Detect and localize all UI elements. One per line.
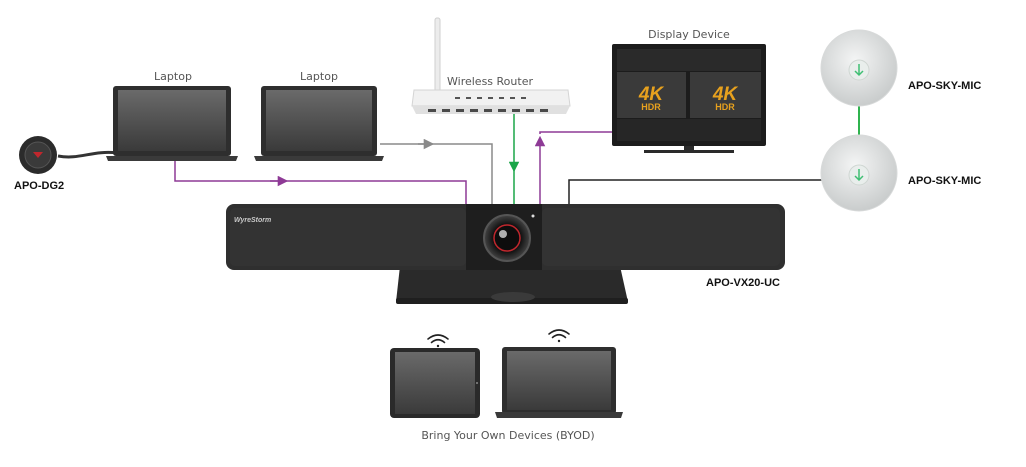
apo-sky-mic-bottom [820,134,898,212]
wifi-icon [427,334,449,348]
label-apo-sky-mic-bottom: APO-SKY-MIC [908,175,982,187]
screen-badge-4k-right: 4K [712,84,739,105]
apo-dg2-dongle [19,136,119,174]
router-leds [455,97,526,99]
label-wireless-router: Wireless Router [447,75,533,88]
laptop-right [254,86,384,161]
label-byod: Bring Your Own Devices (BYOD) [421,429,595,442]
hdmi-cable-display-branch [539,131,612,134]
label-display-device: Display Device [648,28,730,41]
apo-vx20-uc-soundbar: WyreStorm [226,204,785,304]
wireless-router [411,17,571,114]
wifi-icon [548,329,570,343]
laptop-left [106,86,238,161]
hdmi-cable-laptop-to-soundbar [174,160,467,204]
byod-tablet [390,348,480,418]
apo-sky-mic-top [820,29,898,107]
dongle-button-icon [33,152,43,158]
label-apo-vx20-uc: APO-VX20-UC [706,277,780,289]
byod-laptop [495,347,623,418]
label-laptop-right: Laptop [300,70,338,83]
soundbar-brand-logo: WyreStorm [234,217,271,224]
label-laptop-left: Laptop [154,70,192,83]
screen-badge-hdr-left: HDR [641,102,661,112]
screen-badge-hdr-right: HDR [715,102,735,112]
label-apo-dg2: APO-DG2 [14,180,65,192]
screen-badge-4k-left: 4K [638,84,665,105]
mic-cable-to-soundbar [568,179,824,204]
usb-cable-laptop-to-soundbar [380,143,493,204]
display-device: 4K HDR 4K HDR [612,44,766,153]
router-ports [428,109,548,112]
label-apo-sky-mic-top: APO-SKY-MIC [908,80,982,92]
